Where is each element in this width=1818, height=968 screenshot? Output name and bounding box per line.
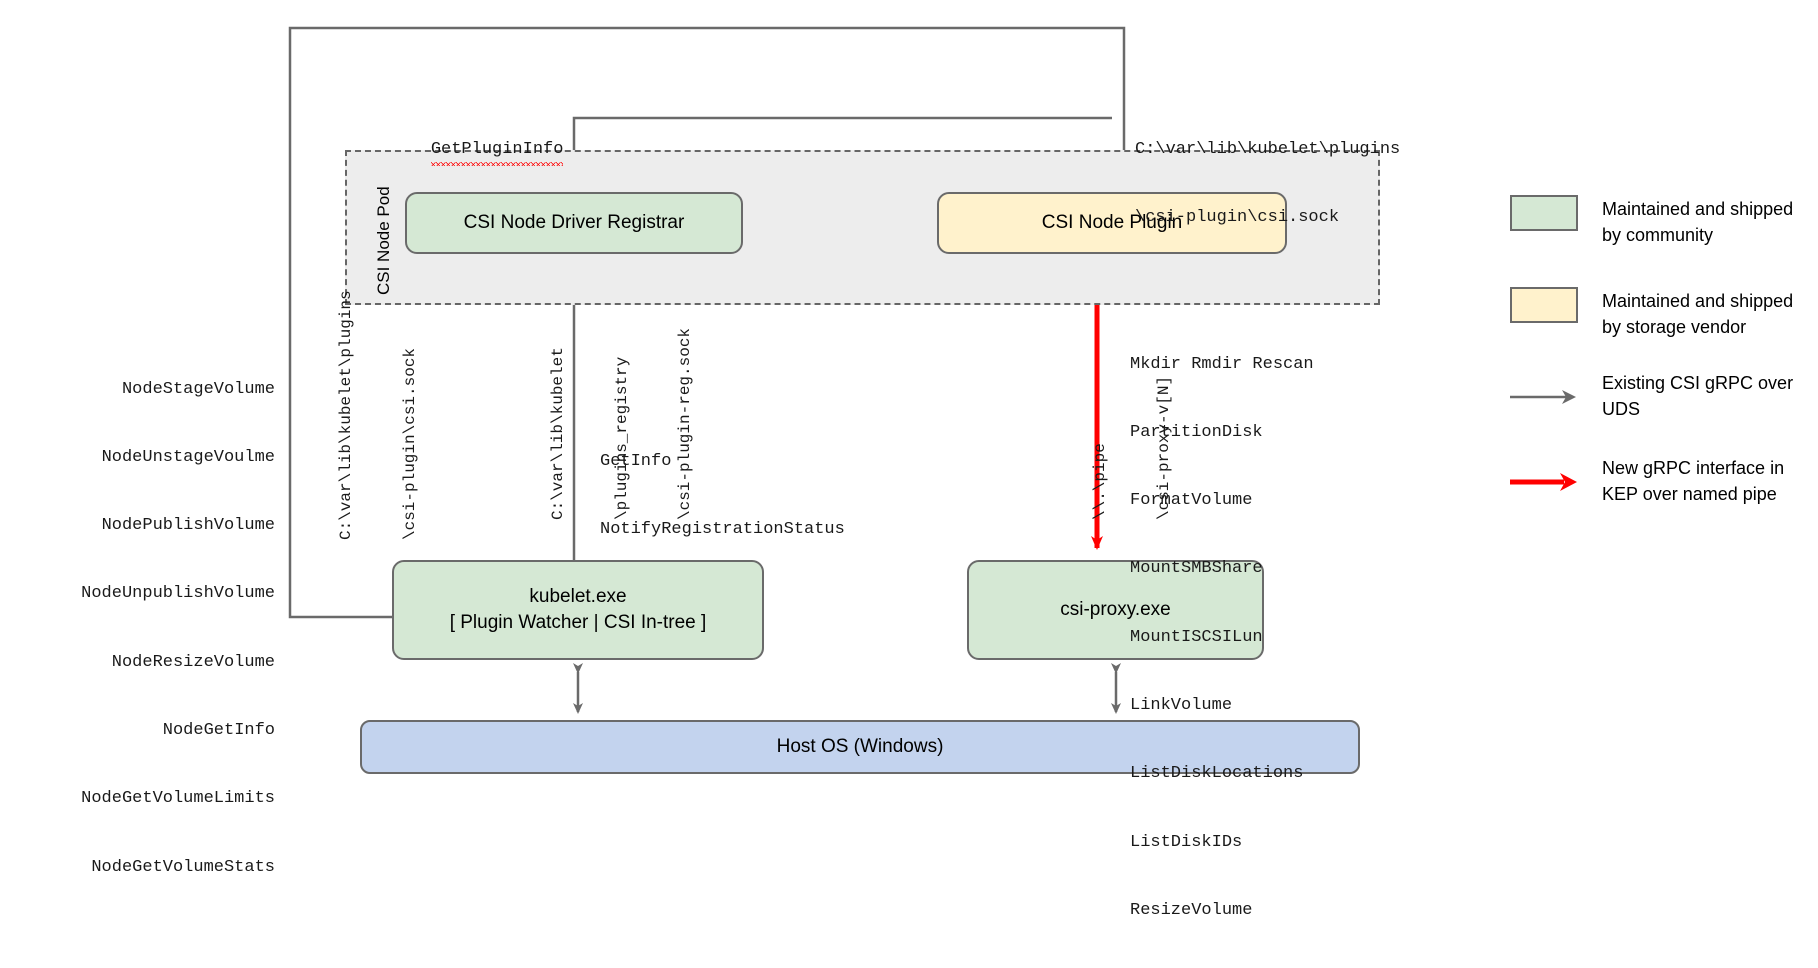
list-item: NodeResizeVolume bbox=[111, 652, 275, 672]
legend-item-new-grpc: New gRPC interface in KEP over named pip… bbox=[1510, 458, 1810, 507]
label-csi-sock-path-line1: C:\var\lib\kubelet\plugins bbox=[1135, 139, 1401, 159]
legend-swatch-yellow-icon bbox=[1510, 287, 1578, 324]
list-item: ListDiskLocations bbox=[1130, 764, 1304, 784]
box-csi-node-plugin-label: CSI Node Plugin bbox=[1041, 212, 1183, 234]
rotated-label-kubelet-csi-sock: C:\var\lib\kubelet\plugins \csi-plugin\c… bbox=[294, 290, 463, 540]
list-item: NodeUnpublishVolume bbox=[81, 584, 275, 604]
legend-item-community: Maintained and shipped by community bbox=[1510, 195, 1810, 248]
list-item: PartitionDisk bbox=[1130, 422, 1263, 442]
rotated-label-named-pipe: \\.\pipe \csi-proxy-v[N] bbox=[1048, 376, 1217, 520]
box-host-os[interactable]: Host OS (Windows) bbox=[360, 720, 1360, 774]
legend-item-storage-vendor-label: Maintained and shipped by storage vendor bbox=[1602, 291, 1794, 337]
label-csi-sock-path-line2: \csi-plugin\csi.sock bbox=[1135, 207, 1340, 227]
list-item: FormatVolume bbox=[1130, 491, 1253, 511]
rotated-label-line: \csi-proxy-v[N] bbox=[1154, 375, 1173, 520]
rotated-label-line: C:\var\lib\kubelet\plugins bbox=[337, 290, 356, 540]
list-item: NodeGetVolumeLimits bbox=[81, 789, 275, 809]
rotated-label-line: C:\var\lib\kubelet bbox=[549, 347, 568, 520]
box-csi-node-driver-registrar-label: CSI Node Driver Registrar bbox=[463, 212, 685, 234]
label-registrar-calls-line2: NotifyRegistrationStatus bbox=[600, 519, 845, 539]
list-item: NodePublishVolume bbox=[101, 516, 275, 536]
diagram-canvas: CSI Node Pod CSI Node Driver Registrar C… bbox=[81, 26, 1810, 920]
list-item: Mkdir Rmdir Rescan bbox=[1130, 354, 1314, 374]
label-csi-sock-path: C:\var\lib\kubelet\plugins \csi-plugin\c… bbox=[1135, 93, 1400, 275]
label-registrar-calls-line1: GetInfo bbox=[600, 451, 672, 471]
box-csi-node-plugin[interactable]: CSI Node Plugin bbox=[937, 192, 1287, 254]
legend-item-community-label: Maintained and shipped by community bbox=[1602, 199, 1794, 245]
label-get-plugin-info-text: GetPluginInfo bbox=[430, 139, 563, 166]
box-kubelet-exe[interactable]: kubelet.exe [ Plugin Watcher | CSI In-tr… bbox=[392, 560, 764, 660]
legend-item-existing-grpc: Existing CSI gRPC over UDS bbox=[1510, 373, 1810, 422]
box-csi-proxy-exe-label: csi-proxy.exe bbox=[1060, 599, 1171, 621]
box-host-os-label: Host OS (Windows) bbox=[776, 736, 944, 758]
rotated-label-line: \csi-plugin\csi.sock bbox=[400, 347, 419, 540]
list-item: NodeGetVolumeStats bbox=[91, 857, 275, 877]
legend-item-storage-vendor: Maintained and shipped by storage vendor bbox=[1510, 287, 1810, 340]
label-get-plugin-info: GetPluginInfo bbox=[390, 116, 563, 184]
rotated-label-line: \csi-plugin-reg.sock bbox=[675, 327, 694, 520]
list-item: NodeStageVolume bbox=[121, 379, 275, 399]
list-item: MountSMBShare bbox=[1130, 559, 1263, 579]
list-item: LinkVolume bbox=[1130, 696, 1233, 716]
box-kubelet-exe-label-line1: kubelet.exe bbox=[529, 586, 627, 608]
list-item: ListDiskIDs bbox=[1130, 832, 1243, 852]
rotated-label-line: \plugins_registry bbox=[612, 356, 631, 520]
list-item: ResizeVolume bbox=[1130, 900, 1253, 920]
box-csi-node-driver-registrar[interactable]: CSI Node Driver Registrar bbox=[405, 192, 743, 254]
rotated-label-plugins-registry: C:\var\lib\kubelet \plugins_registry \cs… bbox=[506, 328, 738, 520]
legend-swatch-green-icon bbox=[1510, 195, 1578, 231]
label-registrar-calls: GetInfo NotifyRegistrationStatus bbox=[600, 405, 845, 587]
arrow-gray-icon bbox=[1510, 379, 1578, 415]
list-item: NodeGetInfo bbox=[162, 721, 275, 741]
list-item: MountISCSILun bbox=[1130, 627, 1263, 647]
legend-item-existing-grpc-label: Existing CSI gRPC over UDS bbox=[1602, 373, 1794, 419]
box-kubelet-exe-label-line2: [ Plugin Watcher | CSI In-tree ] bbox=[449, 612, 707, 633]
box-csi-proxy-exe[interactable]: csi-proxy.exe bbox=[967, 560, 1264, 660]
arrow-red-icon bbox=[1510, 464, 1578, 500]
legend: Maintained and shipped by community Main… bbox=[1510, 195, 1810, 549]
list-node-api-calls: NodeStageVolume NodeUnstageVoulme NodePu… bbox=[10, 333, 275, 925]
rotated-label-line: \\.\pipe bbox=[1091, 443, 1110, 520]
list-item: NodeUnstageVoulme bbox=[101, 447, 275, 467]
legend-item-new-grpc-label: New gRPC interface in KEP over named pip… bbox=[1602, 458, 1785, 504]
